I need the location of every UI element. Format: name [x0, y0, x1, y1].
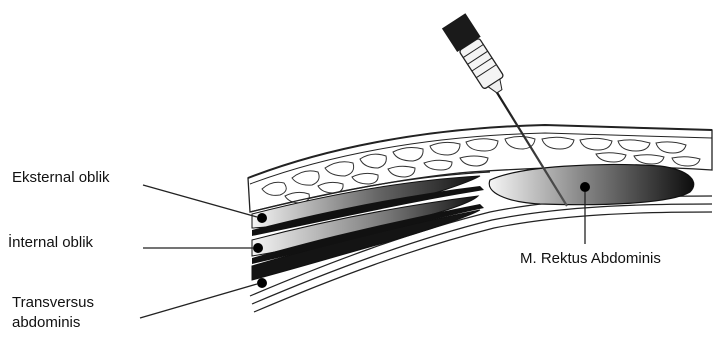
internal-oblique-label: İnternal oblik — [8, 234, 93, 251]
transversus-marker-dot — [257, 278, 267, 288]
transversus-abdominis-label: Transversus abdominis — [12, 293, 94, 333]
syringe-hub — [442, 13, 511, 99]
transversus-label-line-2: abdominis — [12, 313, 94, 333]
external-oblique-label: Eksternal oblik — [12, 169, 110, 186]
transversus-label-line-1: Transversus — [12, 293, 94, 313]
rectus-marker-dot — [580, 182, 590, 192]
internal-oblique-marker-dot — [253, 243, 263, 253]
rectus-abdominis-muscle — [489, 165, 694, 205]
external-oblique-marker-dot — [257, 213, 267, 223]
rectus-abdominis-label: M. Rektus Abdominis — [520, 250, 661, 267]
